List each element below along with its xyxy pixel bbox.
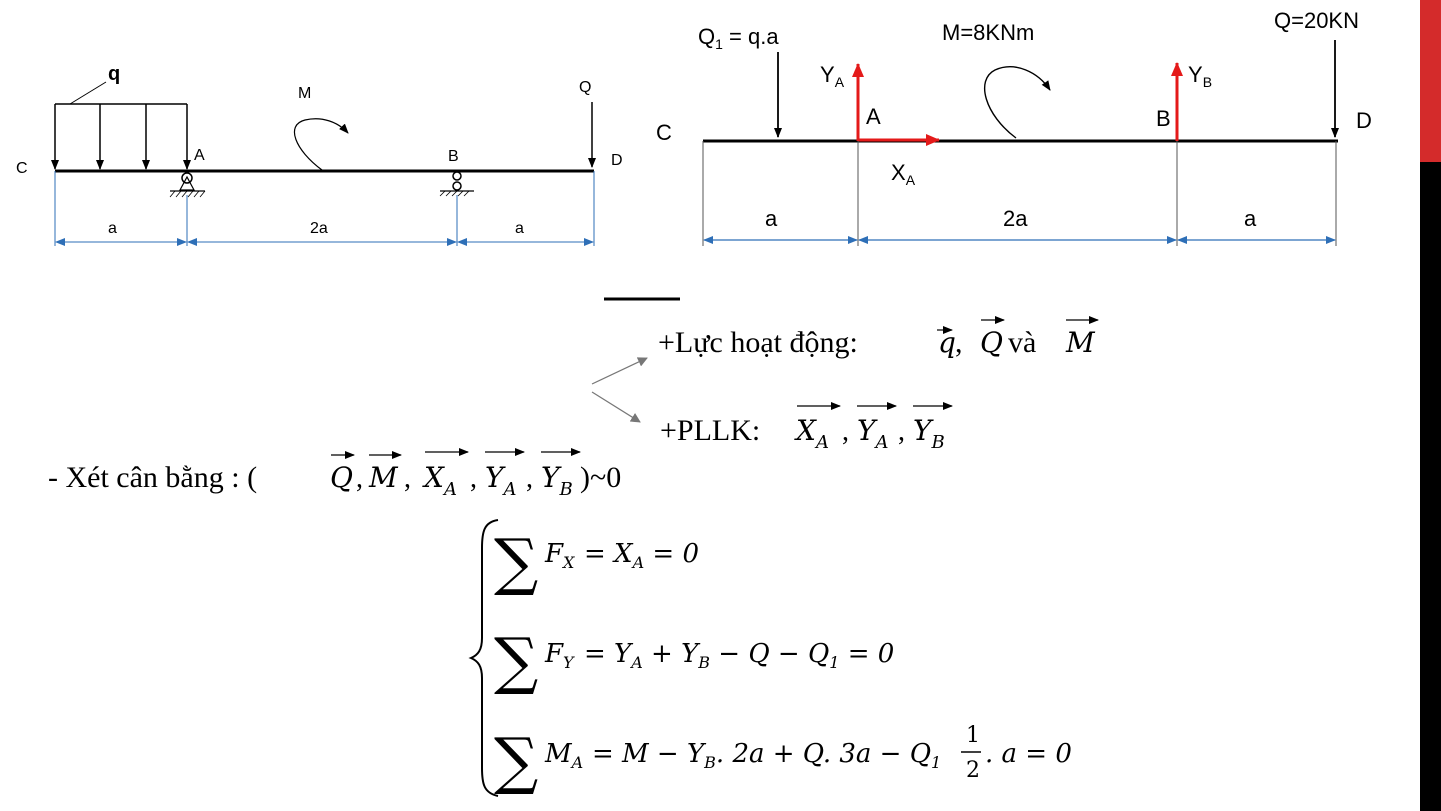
label-c-right: C: [656, 120, 672, 145]
dim-a-right-right: a: [1244, 206, 1257, 231]
pllk-label: +PLLK:: [660, 414, 760, 447]
equilibrium-suffix: )~0: [580, 461, 621, 494]
label-a-right: A: [866, 104, 881, 129]
label-d-right: D: [1356, 108, 1372, 133]
roller-support-b: [440, 172, 474, 196]
pin-support-a: [170, 173, 205, 197]
moment-m-arrow: [294, 119, 348, 170]
label-a: A: [194, 147, 205, 164]
vec-q-small: q: [938, 326, 956, 359]
label-big-q: Q: [579, 79, 591, 96]
label-q1: Q1 = q.a: [698, 24, 779, 52]
eq3-lhs: MA: [544, 739, 583, 772]
eq-comma-1: ,: [356, 463, 363, 494]
label-b-right: B: [1156, 106, 1171, 131]
dim-a-left-right: a: [765, 206, 778, 231]
label-q-value: Q=20KN: [1274, 8, 1359, 33]
eq-vec-q: Q: [330, 461, 353, 494]
label-c: C: [16, 160, 28, 177]
eq-comma-4: ,: [526, 463, 533, 494]
frac-numerator: 1: [966, 723, 980, 748]
dim-2a-right: 2a: [1003, 206, 1028, 231]
label-ya: YA: [820, 62, 845, 90]
label-q: q: [108, 63, 120, 85]
eq-vec-m: M: [368, 461, 399, 494]
dim-a-left: a: [108, 220, 117, 237]
eq-comma-3: ,: [470, 463, 477, 494]
distributed-load-q: [55, 82, 187, 169]
eq-vec-yb: YB: [541, 461, 573, 500]
sigma-1: ∑: [494, 525, 538, 598]
equation-system: ∑ FX = XA = 0 ∑ FY = YA + YB − Q − Q1 = …: [471, 520, 1072, 797]
equation-sum-fy: ∑ FY = YA + YB − Q − Q1 = 0: [494, 624, 894, 697]
eq1-lhs: FX: [544, 539, 575, 572]
eq3-rhs: = M − YB. 2a + Q. 3a − Q1: [592, 739, 941, 772]
eq3-tail: . a = 0: [985, 739, 1072, 769]
moment-m-arrow-right: [985, 67, 1050, 138]
pllk-ya: YA: [857, 414, 888, 453]
comma-3: ,: [898, 416, 905, 447]
sigma-2: ∑: [494, 624, 538, 697]
comma-1: ,: [955, 326, 963, 359]
active-forces-line: +Lực hoạt động: q , Q và M: [658, 320, 1098, 359]
free-body-diagram-right: Q1 = q.a YA A XA M=8KNm YB B Q=20KN C D …: [656, 8, 1372, 246]
equilibrium-line: - Xét cân bằng : ( Q , M , XA , YA , YB …: [48, 452, 621, 500]
word-and: và: [1008, 326, 1036, 359]
label-m-value: M=8KNm: [942, 20, 1034, 45]
beam-diagram-left: q M Q C A B D: [16, 63, 623, 246]
frac-denominator: 2: [966, 758, 980, 783]
vec-m: M: [1065, 326, 1096, 359]
eq2-lhs: FY: [544, 639, 575, 672]
active-forces-label: +Lực hoạt động:: [658, 326, 858, 359]
comma-2: ,: [842, 416, 849, 447]
equilibrium-prefix: - Xét cân bằng : (: [48, 461, 257, 494]
dim-2a-left: 2a: [310, 220, 328, 237]
eq-vec-xa: XA: [422, 461, 457, 500]
sigma-3: ∑: [494, 724, 538, 797]
dim-a-right: a: [515, 220, 524, 237]
eq1-rhs: = XA = 0: [584, 539, 699, 572]
equation-sum-ma: ∑ MA = M − YB. 2a + Q. 3a − Q1 1 2 . a =…: [494, 723, 1072, 797]
branch-arrows: [592, 358, 647, 422]
label-m: M: [298, 85, 311, 102]
label-b: B: [448, 148, 459, 165]
pllk-xa: XA: [794, 414, 829, 453]
pllk-line: +PLLK: XA , YA , YB: [660, 406, 952, 453]
eq-comma-2: ,: [404, 463, 411, 494]
eq-vec-ya: YA: [485, 461, 516, 500]
eq2-rhs: = YA + YB − Q − Q1 = 0: [584, 639, 894, 672]
label-xa: XA: [891, 160, 916, 188]
vec-q-big: Q: [980, 326, 1003, 359]
equation-sum-fx: ∑ FX = XA = 0: [494, 525, 699, 598]
label-yb: YB: [1188, 62, 1212, 90]
label-d: D: [611, 152, 623, 169]
pllk-yb: YB: [913, 414, 945, 453]
